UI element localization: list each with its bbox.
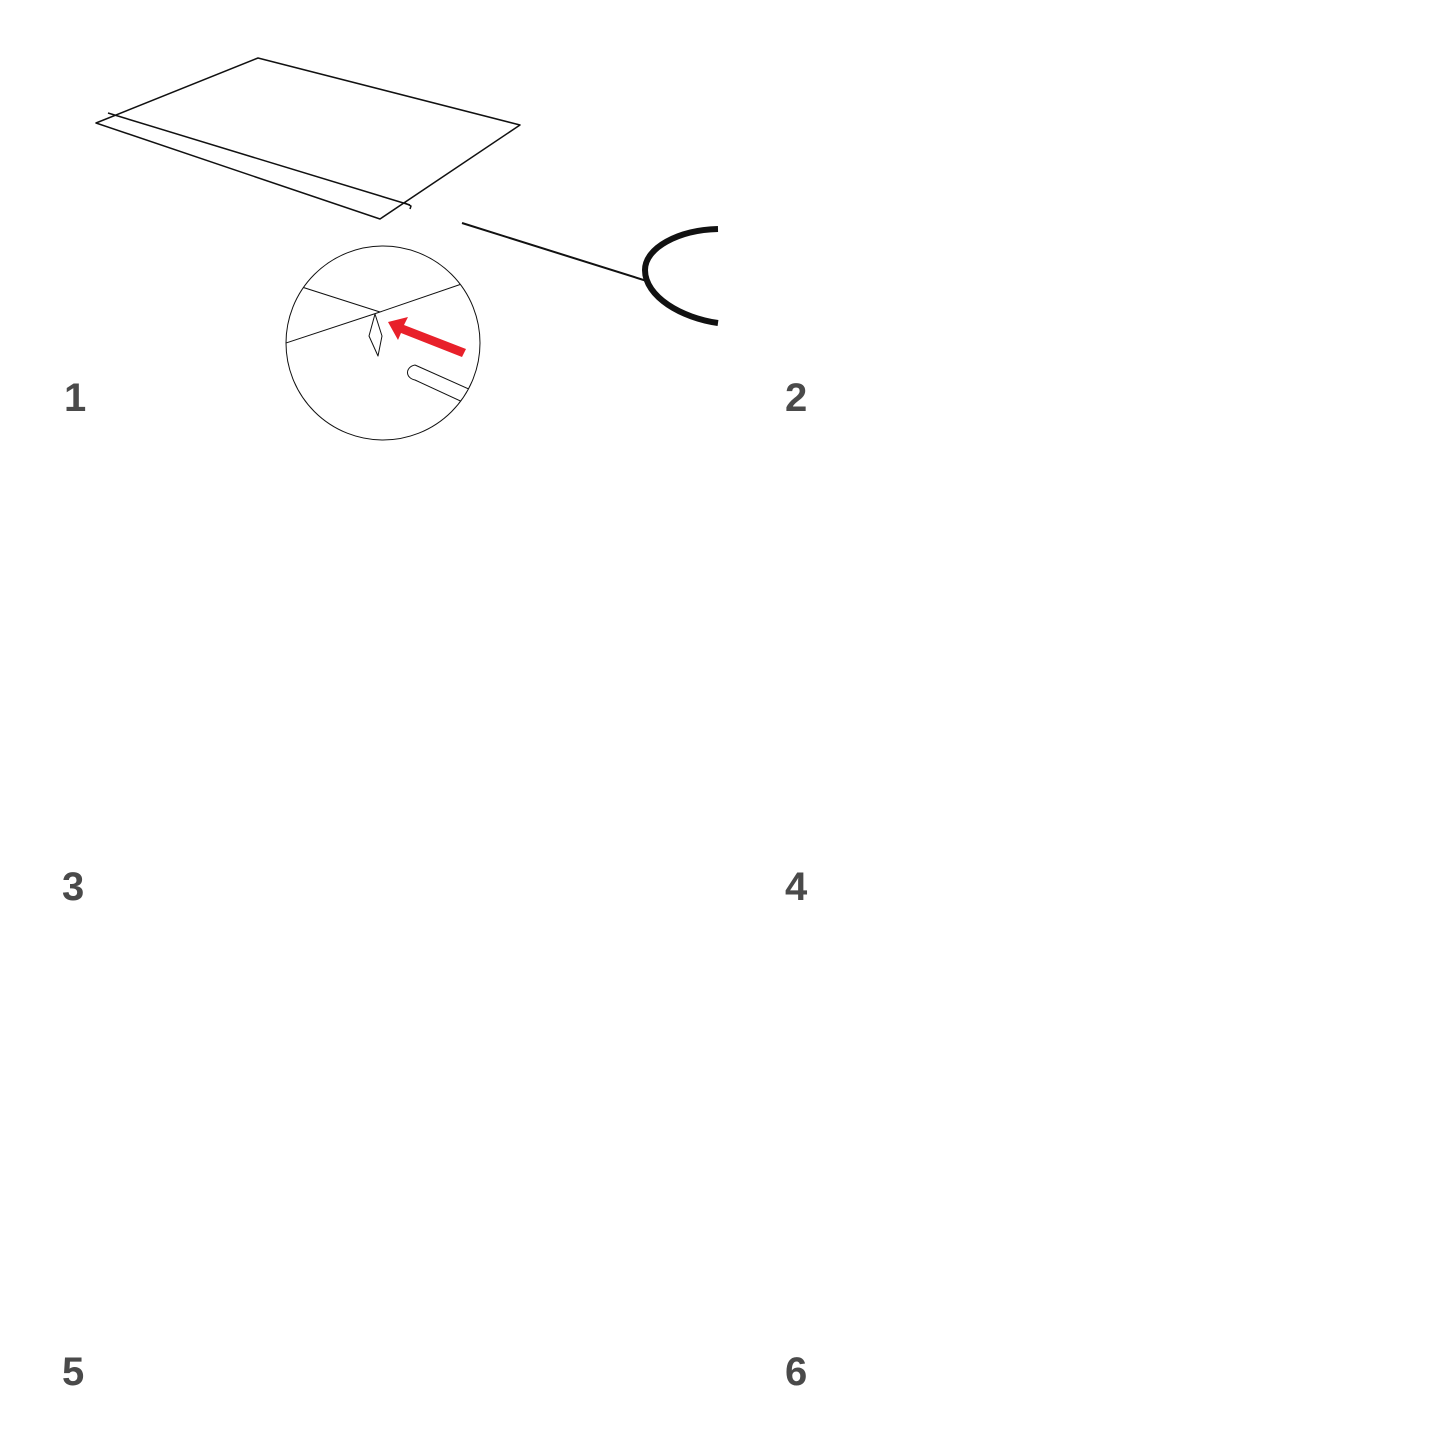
fabric-slit <box>369 314 382 356</box>
step-number-2: 2 <box>785 376 808 420</box>
step-number-3: 3 <box>62 865 85 909</box>
fabric-corner-tab <box>405 203 411 209</box>
rope-end <box>408 365 481 410</box>
step-number-6: 6 <box>785 1350 808 1394</box>
step-number-1: 1 <box>64 376 87 420</box>
step-1-zoom-detail <box>280 246 485 440</box>
fabric-hem-line <box>108 113 410 205</box>
awning-fabric-flat <box>96 58 520 219</box>
step-number-5: 5 <box>62 1350 85 1394</box>
step-1-illustration <box>96 58 718 440</box>
step-number-4: 4 <box>785 865 808 909</box>
direction-arrow <box>388 317 466 357</box>
zoom-circle <box>286 246 480 440</box>
awning-rope-coil <box>645 229 718 323</box>
awning-rope <box>462 223 650 282</box>
